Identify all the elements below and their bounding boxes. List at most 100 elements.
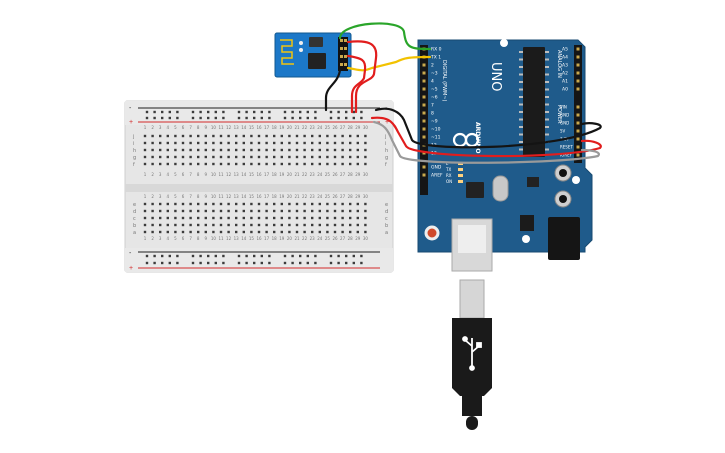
- breadboard-hole[interactable]: [288, 141, 291, 145]
- breadboard-hole[interactable]: [295, 162, 299, 166]
- rail-hole[interactable]: [168, 110, 171, 114]
- breadboard-hole[interactable]: [242, 141, 245, 145]
- breadboard-hole[interactable]: [151, 162, 154, 166]
- breadboard-hole[interactable]: [235, 230, 238, 234]
- breadboard-hole[interactable]: [273, 162, 276, 166]
- breadboard-hole[interactable]: [311, 216, 314, 220]
- breadboard-hole[interactable]: [250, 141, 253, 145]
- digital-pin[interactable]: [422, 111, 426, 115]
- rail-hole[interactable]: [299, 261, 302, 265]
- breadboard-hole[interactable]: [204, 216, 207, 220]
- breadboard-hole[interactable]: [151, 223, 154, 227]
- breadboard-hole[interactable]: [273, 209, 276, 213]
- breadboard-hole[interactable]: [295, 141, 299, 145]
- breadboard-hole[interactable]: [219, 148, 223, 152]
- breadboard-hole[interactable]: [189, 155, 192, 159]
- breadboard-hole[interactable]: [174, 162, 177, 166]
- rail-hole[interactable]: [176, 261, 179, 265]
- rail-hole[interactable]: [176, 110, 179, 114]
- digital-pins[interactable]: [422, 47, 426, 177]
- breadboard-hole[interactable]: [333, 202, 337, 206]
- breadboard-hole[interactable]: [273, 134, 276, 138]
- rail-hole[interactable]: [260, 110, 263, 114]
- breadboard-hole[interactable]: [288, 148, 291, 152]
- rail-hole[interactable]: [306, 254, 309, 258]
- breadboard-hole[interactable]: [326, 223, 329, 227]
- breadboard-hole[interactable]: [257, 209, 261, 213]
- rail-hole[interactable]: [199, 116, 202, 120]
- rail-hole[interactable]: [222, 116, 225, 120]
- breadboard-hole[interactable]: [265, 216, 268, 220]
- rail-hole[interactable]: [237, 110, 241, 114]
- breadboard-hole[interactable]: [212, 148, 215, 152]
- breadboard-hole[interactable]: [250, 230, 253, 234]
- breadboard-hole[interactable]: [166, 148, 169, 152]
- wire-yellow-tx[interactable]: [346, 55, 432, 72]
- breadboard-hole[interactable]: [280, 223, 283, 227]
- rail-hole[interactable]: [253, 254, 256, 258]
- breadboard-hole[interactable]: [219, 230, 223, 234]
- breadboard-hole[interactable]: [257, 162, 261, 166]
- breadboard-hole[interactable]: [356, 230, 359, 234]
- breadboard-hole[interactable]: [333, 141, 337, 145]
- rail-hole[interactable]: [161, 261, 164, 265]
- breadboard-hole[interactable]: [295, 216, 299, 220]
- rail-hole[interactable]: [360, 254, 363, 258]
- breadboard-hole[interactable]: [288, 209, 291, 213]
- rail-hole[interactable]: [268, 116, 271, 120]
- breadboard-hole[interactable]: [364, 141, 367, 145]
- breadboard-hole[interactable]: [364, 223, 367, 227]
- rail-hole[interactable]: [283, 261, 287, 265]
- breadboard-hole[interactable]: [280, 162, 283, 166]
- breadboard-hole[interactable]: [311, 134, 314, 138]
- breadboard-hole[interactable]: [212, 223, 215, 227]
- rail-hole[interactable]: [260, 261, 263, 265]
- breadboard-hole[interactable]: [280, 155, 283, 159]
- rail-hole[interactable]: [314, 261, 317, 265]
- breadboard-hole[interactable]: [212, 230, 215, 234]
- rail-hole[interactable]: [214, 116, 217, 120]
- digital-pin[interactable]: [422, 173, 426, 177]
- breadboard-hole[interactable]: [166, 134, 169, 138]
- breadboard-hole[interactable]: [311, 155, 314, 159]
- power-pin[interactable]: [576, 129, 580, 133]
- breadboard-hole[interactable]: [181, 202, 185, 206]
- breadboard-hole[interactable]: [166, 141, 169, 145]
- rail-hole[interactable]: [168, 261, 171, 265]
- breadboard-hole[interactable]: [227, 134, 230, 138]
- breadboard-hole[interactable]: [303, 230, 306, 234]
- breadboard-hole[interactable]: [288, 223, 291, 227]
- breadboard-hole[interactable]: [349, 155, 352, 159]
- breadboard-hole[interactable]: [326, 162, 329, 166]
- analog-pin[interactable]: [576, 55, 580, 59]
- icsp-header[interactable]: [466, 182, 484, 198]
- breadboard-hole[interactable]: [189, 134, 192, 138]
- breadboard-hole[interactable]: [265, 141, 268, 145]
- breadboard-hole[interactable]: [265, 230, 268, 234]
- rail-hole[interactable]: [291, 110, 294, 114]
- breadboard-hole[interactable]: [166, 209, 169, 213]
- rail-hole[interactable]: [299, 110, 302, 114]
- rail-hole[interactable]: [306, 116, 309, 120]
- breadboard-hole[interactable]: [143, 155, 147, 159]
- breadboard-hole[interactable]: [181, 141, 185, 145]
- breadboard-hole[interactable]: [311, 148, 314, 152]
- breadboard-hole[interactable]: [311, 202, 314, 206]
- rail-hole[interactable]: [260, 254, 263, 258]
- rail-hole[interactable]: [306, 110, 309, 114]
- rail-hole[interactable]: [245, 261, 248, 265]
- breadboard-hole[interactable]: [349, 209, 352, 213]
- rail-hole[interactable]: [214, 261, 217, 265]
- breadboard-hole[interactable]: [189, 202, 192, 206]
- breadboard-hole[interactable]: [273, 230, 276, 234]
- breadboard-hole[interactable]: [250, 216, 253, 220]
- rail-hole[interactable]: [329, 261, 333, 265]
- breadboard-hole[interactable]: [197, 230, 200, 234]
- breadboard-hole[interactable]: [204, 209, 207, 213]
- breadboard-hole[interactable]: [242, 202, 245, 206]
- rail-hole[interactable]: [161, 116, 164, 120]
- breadboard-hole[interactable]: [303, 202, 306, 206]
- analog-pin[interactable]: [576, 47, 580, 51]
- breadboard-hole[interactable]: [219, 155, 223, 159]
- breadboard-hole[interactable]: [257, 141, 261, 145]
